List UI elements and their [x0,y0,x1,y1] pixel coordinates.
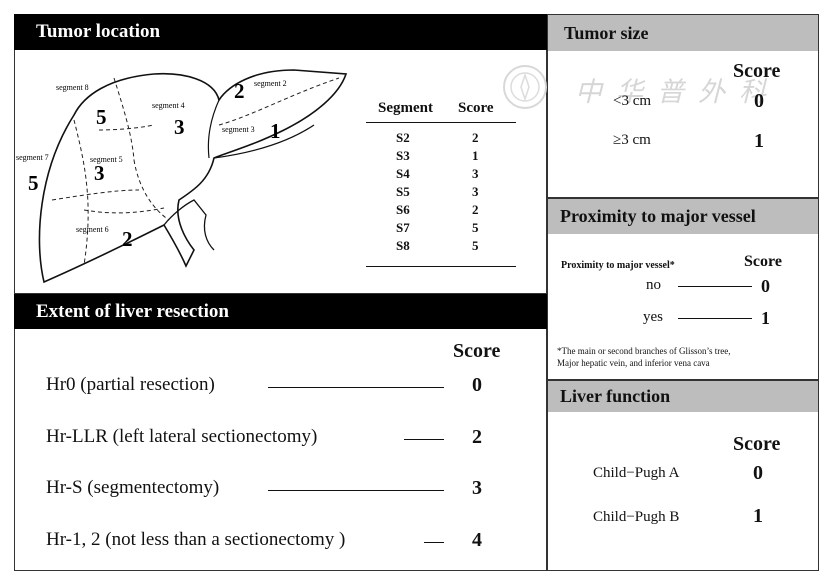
proximity-score-header: Score [744,253,782,270]
proximity-title: Proximity to major vessel [560,206,756,226]
tumor-size-row-score: 0 [754,90,764,112]
table-cell-score: 2 [472,202,479,217]
extent-row-score: 0 [472,374,482,396]
table-cell-score: 3 [472,166,479,181]
segment-boundary [218,77,340,126]
segment-7-score: 5 [28,171,39,195]
table-cell-score: 5 [472,220,479,235]
extent-row-leader [268,490,444,491]
segment-7-label: segment 7 [16,153,49,162]
proximity-footnote: Major hepatic vein, and inferior vena ca… [557,358,710,368]
tumor-size-row-label: <3 cm [613,93,652,109]
extent-row-label: Hr0 (partial resection) [46,374,215,395]
segment-boundary [73,119,89,266]
proximity-row-label: no [646,277,661,293]
liver-function-score-header: Score [733,433,781,455]
tumor-size-row-label: ≥3 cm [613,132,651,148]
segment-6-score: 2 [122,227,133,251]
proximity-header: Proximity to major vessel [548,199,818,234]
ligament-line [163,199,215,251]
extent-resection-title: Extent of liver resection [36,300,229,322]
ligament-line-2 [207,99,220,159]
table-cell-score: 3 [472,184,479,199]
segment-boundary [51,189,140,201]
segment-boundary [113,77,135,161]
table-cell-segment: S5 [396,184,410,199]
tumor-location-title: Tumor location [36,21,161,42]
extent-row-score: 3 [472,477,482,499]
segment-boundary [98,124,155,131]
segment-4-label: segment 4 [152,101,185,110]
tumor-location-panel [14,14,547,294]
table-cell-segment: S3 [396,148,410,163]
segment-8-label: segment 8 [56,83,89,92]
segment-2-score: 2 [234,79,245,103]
table-cell-score: 1 [472,148,479,163]
segment-5-label: segment 5 [90,155,123,164]
extent-resection-header: Extent of liver resection [14,294,547,329]
segment-3-label: segment 3 [222,125,255,134]
liver-function-title: Liver function [560,386,671,406]
tumor-size-header: Tumor size [548,15,818,51]
extent-row-leader [268,387,444,388]
left-lobe-border [213,124,315,159]
table-cell-segment: S6 [396,202,410,217]
extent-row-score: 4 [472,529,482,551]
extent-row-label: Hr-S (segmentectomy) [46,477,220,498]
extent-row-label: Hr-LLR (left lateral sectionectomy) [46,426,318,447]
tumor-size-row-score: 1 [754,130,764,152]
segment-6-label: segment 6 [76,225,109,234]
liver-function-row-label: Child−Pugh A [593,465,680,481]
proximity-row-leader [678,318,752,319]
table-bottom-rule [366,266,516,267]
table-cell-segment: S8 [396,238,410,253]
liver-function-row-score: 1 [753,505,763,527]
segment-4-score: 3 [174,115,185,139]
table-cell-score: 5 [472,238,479,253]
proximity-row-leader [678,286,752,287]
segment-2-label: segment 2 [254,79,287,88]
liver-outline [38,69,348,284]
tumor-size-score-header: Score [733,60,781,82]
table-cell-segment: S4 [396,166,410,181]
segment-boundary [133,159,170,221]
table-cell-segment: S2 [396,130,410,145]
extent-row-leader [424,542,444,543]
proximity-sub-header: Proximity to major vessel* [561,260,675,271]
segment-column-header: Segment [378,100,433,116]
table-cell-segment: S7 [396,220,410,235]
tumor-location-header: Tumor location [14,14,547,50]
segment-5-score: 3 [94,161,105,185]
extent-row-leader [404,439,444,440]
extent-resection-panel [14,294,547,571]
extent-score-header: Score [453,340,501,362]
segment-boundary [83,207,165,214]
table-cell-score: 2 [472,130,479,145]
extent-row-label: Hr-1, 2 (not less than a sectionectomy ) [46,529,346,550]
proximity-row-label: yes [643,309,663,325]
liver-function-row-label: Child−Pugh B [593,509,680,525]
liver-function-header: Liver function [548,381,818,412]
tumor-size-title: Tumor size [564,22,649,43]
liver-segment-diagram: segment 8 segment 2 segment 4 segment 3 … [16,69,348,284]
watermark-seal [503,65,547,109]
proximity-row-score: 0 [761,276,770,296]
extent-row-score: 2 [472,426,482,448]
proximity-footnote: *The main or second branches of Glisson’… [557,346,731,356]
proximity-row-score: 1 [761,308,770,328]
score-column-header: Score [458,100,494,116]
liver-function-row-score: 0 [753,462,763,484]
segment-3-score: 1 [270,119,281,143]
watermark-text: 中华普外科 [575,77,780,107]
segment-8-score: 5 [96,105,107,129]
table-top-rule [366,122,516,123]
